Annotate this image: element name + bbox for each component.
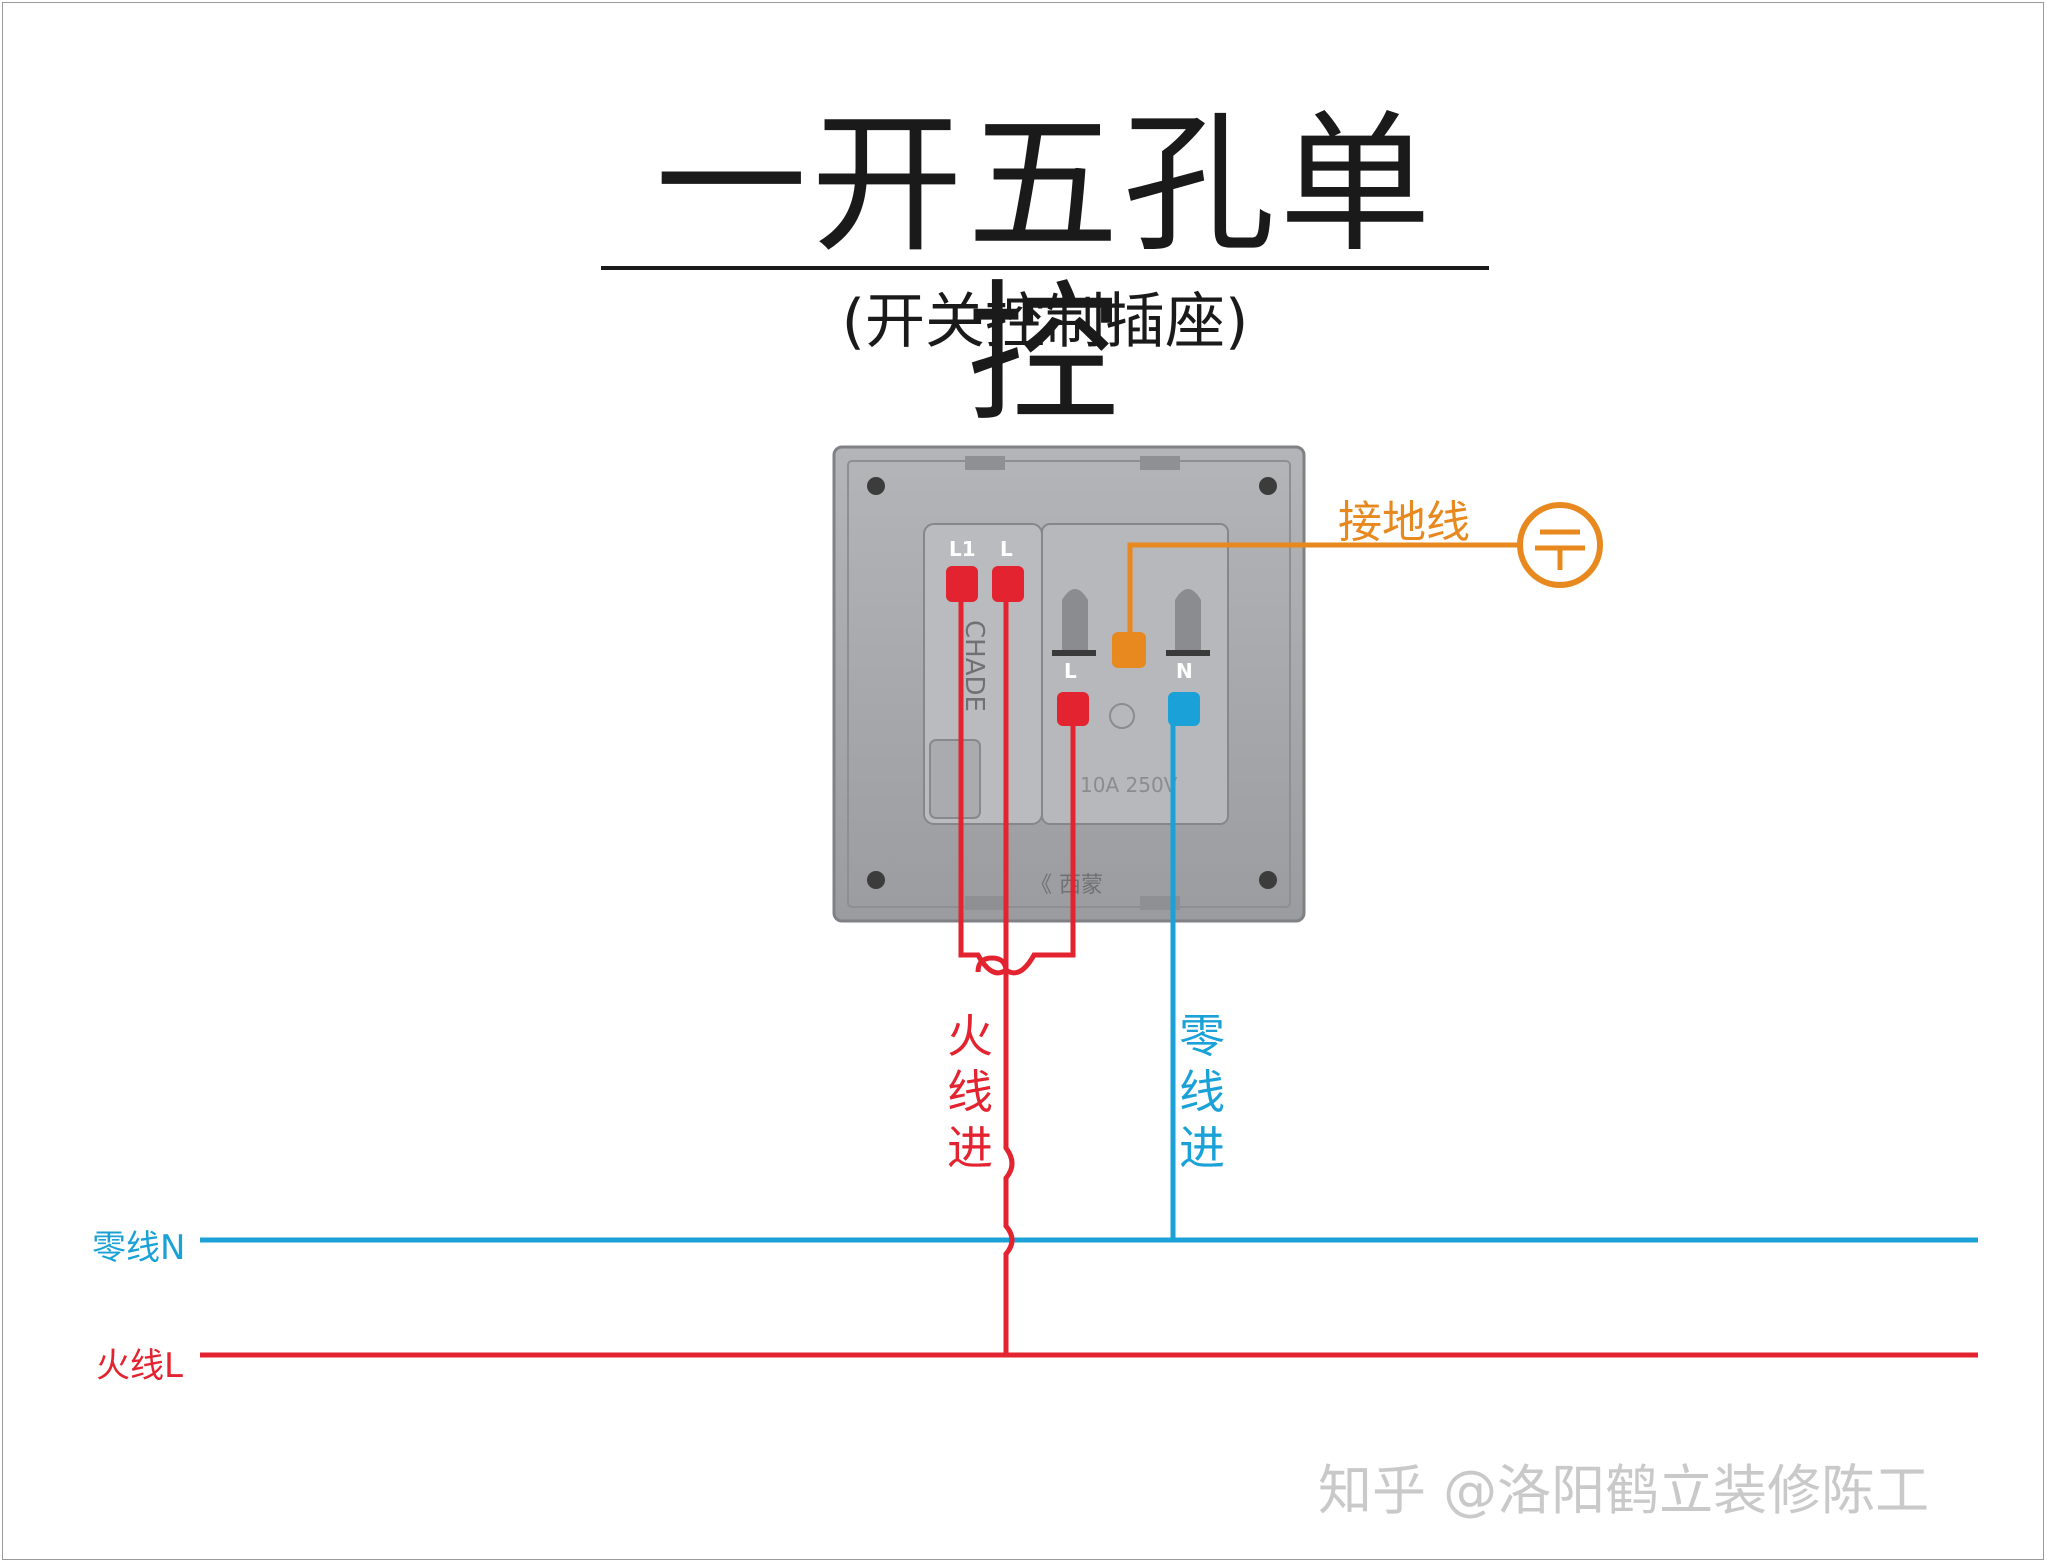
terminal-socket-n: N — [1168, 659, 1200, 726]
terminal-label-l1: L1 — [949, 537, 976, 561]
screw-hole-bottom-left — [867, 871, 885, 889]
live-line-label: 火线L — [96, 1346, 183, 1386]
svg-text:CHADE: CHADE — [959, 620, 989, 712]
title-underline — [601, 266, 1489, 270]
terminal-socket-l: L — [1057, 659, 1089, 726]
terminal-switch-l: L — [992, 537, 1024, 602]
terminal-label-switch-l: L — [1000, 537, 1013, 561]
ground-symbol-icon — [1517, 502, 1603, 588]
diagram-subtitle: (开关控制插座) — [841, 287, 1249, 357]
screw-hole-top-left — [867, 477, 885, 495]
screw-hole-bottom-right — [1259, 871, 1277, 889]
ground-wire-label: 接地线 — [1338, 497, 1470, 548]
terminal-ground — [1112, 632, 1146, 668]
live-in-label: 火线进 — [947, 1009, 993, 1175]
terminal-label-socket-n: N — [1176, 659, 1193, 683]
socket-panel: CHADE 10A 250V 《 西蒙 — [832, 445, 1306, 923]
terminal-switch-l1: L1 — [946, 537, 978, 602]
live-feed-wire — [975, 955, 1015, 1355]
neutral-in-label: 零线进 — [1179, 1009, 1225, 1175]
watermark: 知乎 @洛阳鹤立装修陈工 — [1318, 1459, 1930, 1522]
neutral-line-label: 零线N — [92, 1228, 186, 1268]
diagram-title: 一开五孔单控 — [655, 96, 1435, 443]
terminal-label-socket-l: L — [1064, 659, 1077, 683]
screw-hole-top-right — [1259, 477, 1277, 495]
live-loop-wire — [958, 568, 1076, 976]
ground-wire — [1127, 542, 1520, 640]
svg-text:《 西蒙: 《 西蒙 — [1030, 873, 1103, 898]
svg-text:10A 250V: 10A 250V — [1080, 773, 1178, 797]
